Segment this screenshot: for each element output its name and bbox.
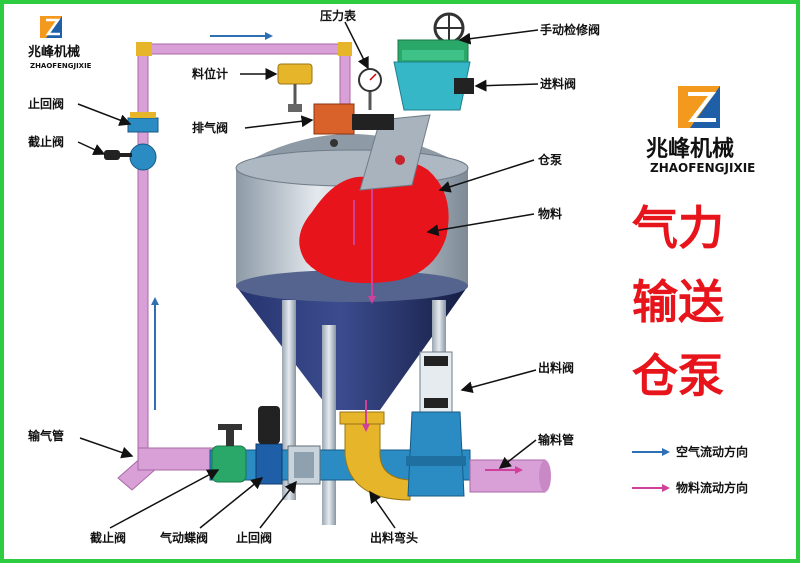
feed-inlet bbox=[359, 114, 431, 191]
label-level-meter: 料位计 bbox=[192, 66, 228, 81]
label-material: 物料 bbox=[538, 206, 562, 221]
pressure-gauge bbox=[358, 68, 382, 110]
brand-name-en-large: ZHAOFENGJIXIE bbox=[650, 161, 755, 175]
exhaust-valve[interactable] bbox=[313, 103, 394, 147]
air-pipe-system bbox=[136, 32, 352, 459]
label-check-valve-top: 止回阀 bbox=[28, 96, 64, 111]
level-meter bbox=[277, 63, 313, 112]
bottom-pipeline bbox=[117, 400, 551, 501]
top-stop-valve[interactable] bbox=[104, 143, 157, 171]
label-feed-valve: 进料阀 bbox=[540, 76, 576, 91]
label-manual-valve: 手动检修阀 bbox=[540, 22, 600, 37]
bottom-stop-valve[interactable] bbox=[211, 424, 247, 483]
brand-name-cn-small: 兆峰机械 bbox=[28, 44, 80, 60]
bottom-check-valve[interactable] bbox=[287, 445, 321, 485]
legend-air-flow: 空气流动方向 bbox=[676, 444, 748, 459]
label-discharge-elbow: 出料弯头 bbox=[370, 530, 418, 545]
brand-logo-top-left: 兆峰机械 ZHAOFENGJIXIE bbox=[28, 16, 92, 70]
label-air-pipe: 输气管 bbox=[28, 428, 64, 443]
label-exhaust-valve: 排气阀 bbox=[192, 120, 228, 135]
label-check-valve-bottom: 止回阀 bbox=[236, 530, 272, 545]
top-check-valve[interactable] bbox=[127, 112, 159, 133]
label-transport-pipe: 输料管 bbox=[538, 432, 574, 447]
label-silo-pump: 仓泵 bbox=[537, 152, 562, 167]
brand-logo-right: 兆峰机械 ZHAOFENGJIXIE bbox=[646, 86, 755, 175]
label-pneumatic-valve: 气动蝶阀 bbox=[159, 530, 208, 545]
label-pressure-gauge: 压力表 bbox=[320, 8, 357, 23]
discharge-valve[interactable] bbox=[406, 351, 466, 497]
flow-legend: 空气流动方向 物料流动方向 bbox=[632, 444, 748, 495]
feed-valve[interactable] bbox=[393, 61, 474, 111]
label-stop-valve-top: 截止阀 bbox=[28, 134, 64, 149]
pneumatic-butterfly-valve[interactable] bbox=[255, 406, 283, 485]
part-labels: 压力表 手动检修阀 进料阀 料位计 止回阀 截止阀 排气阀 仓泵 物料 出料阀 … bbox=[28, 8, 600, 545]
product-title: 气力 输送 仓泵 bbox=[632, 201, 724, 403]
label-discharge-valve: 出料阀 bbox=[538, 360, 574, 375]
leader-lines bbox=[77, 21, 539, 529]
brand-name-cn-large: 兆峰机械 bbox=[646, 137, 734, 162]
brand-name-en-small: ZHAOFENGJIXIE bbox=[30, 62, 92, 70]
material-blob bbox=[299, 161, 449, 304]
legend-material-flow: 物料流动方向 bbox=[676, 480, 748, 495]
label-stop-valve-bottom: 截止阀 bbox=[90, 530, 126, 545]
title-line-2: 输送 bbox=[632, 275, 724, 329]
title-line-1: 气力 bbox=[632, 201, 724, 255]
manual-service-valve[interactable] bbox=[397, 12, 469, 63]
title-line-3: 仓泵 bbox=[632, 349, 724, 403]
